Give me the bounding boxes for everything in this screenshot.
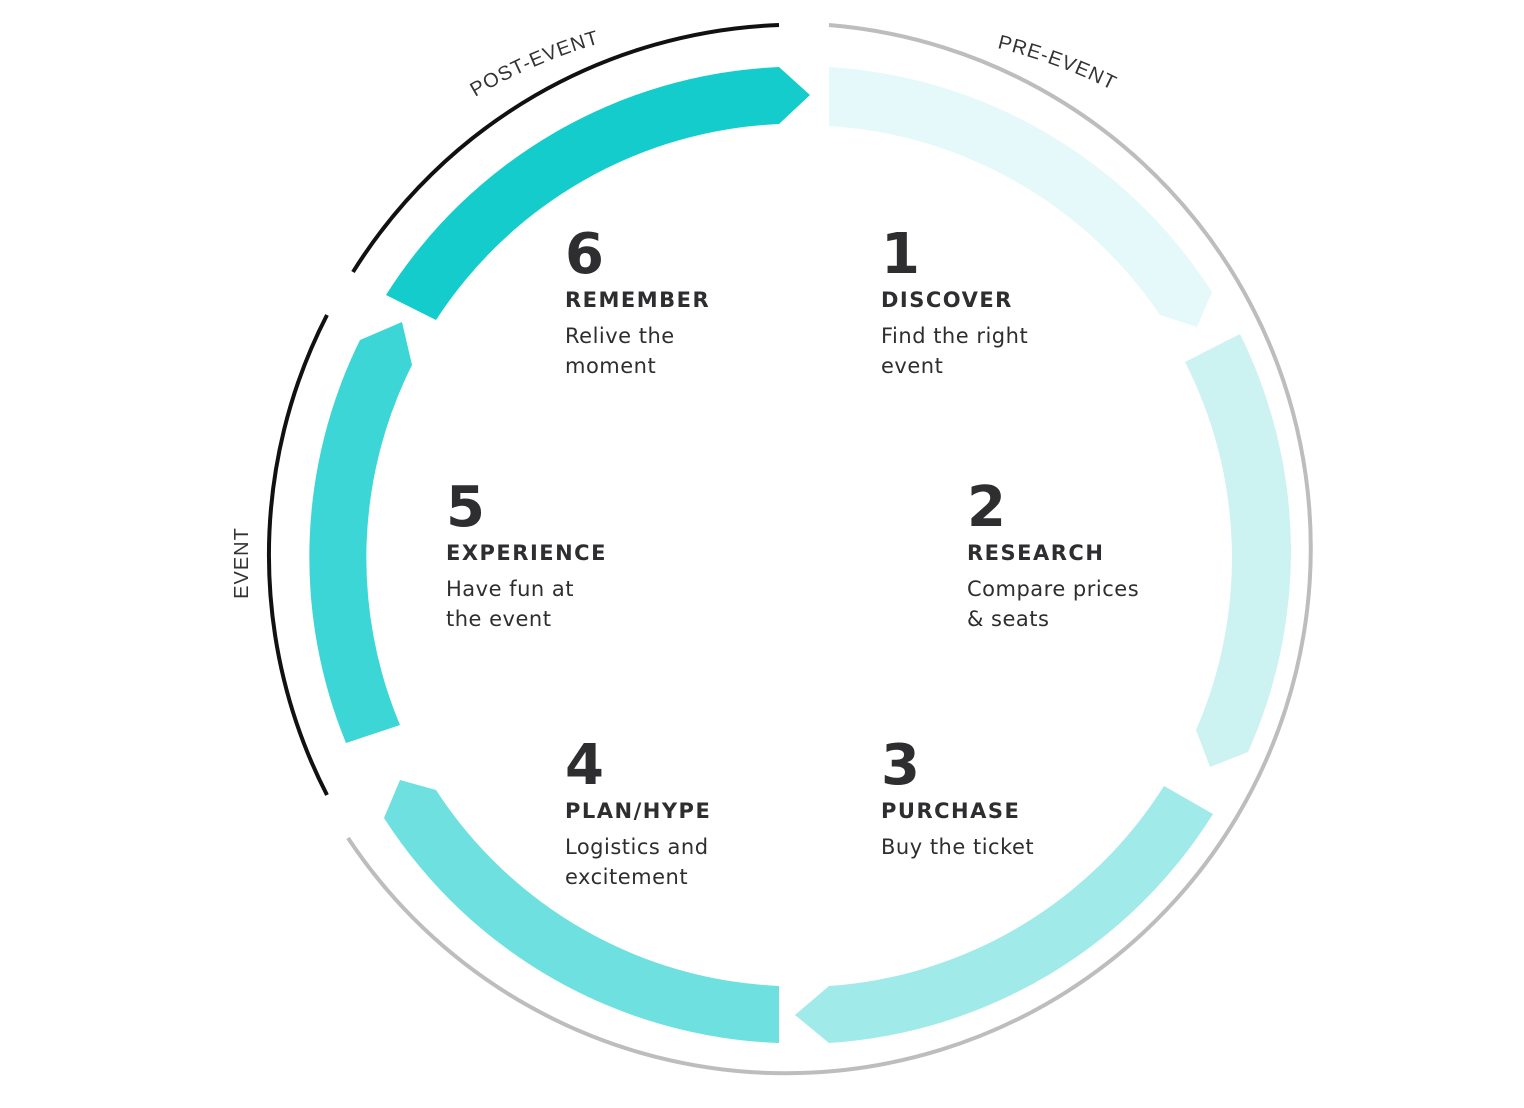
phase-label-post-event: POST-EVENT	[467, 27, 602, 101]
step-2-arrow	[1185, 334, 1291, 767]
step-3-title: PURCHASE	[881, 799, 1020, 823]
phase-ring-post-event	[351, 23, 780, 274]
step-1-title: DISCOVER	[881, 288, 1013, 312]
step-3: 3 PURCHASE Buy the ticket	[881, 733, 1034, 859]
step-5-desc-line-2: the event	[446, 607, 551, 631]
step-2-desc-line-1: Compare prices	[967, 577, 1139, 601]
step-6-desc-line-2: moment	[565, 354, 656, 378]
step-5-desc-line-1: Have fun at	[446, 577, 574, 601]
step-5: 5 EXPERIENCE Have fun at the event	[446, 475, 607, 631]
step-5-number: 5	[446, 475, 485, 540]
phase-label-event: EVENT	[231, 527, 253, 599]
phase-label-pre-event: PRE-EVENT	[996, 31, 1120, 94]
step-5-title: EXPERIENCE	[446, 541, 607, 565]
step-4-number: 4	[565, 733, 604, 798]
phase-ring-event	[267, 314, 329, 796]
step-6-title: REMEMBER	[565, 288, 710, 312]
step-5-arrow	[309, 322, 412, 743]
step-4-title: PLAN/HYPE	[565, 799, 711, 823]
step-1: 1 DISCOVER Find the right event	[881, 222, 1028, 378]
phase-ring-pre-event	[346, 23, 1313, 1076]
step-2-title: RESEARCH	[967, 541, 1104, 565]
step-2-desc-line-2: & seats	[967, 607, 1049, 631]
step-6-number: 6	[565, 222, 604, 287]
step-6-desc-line-1: Relive the	[565, 324, 675, 348]
step-4-arrow	[384, 780, 779, 1043]
step-3-arrow	[795, 786, 1213, 1043]
step-1-desc-line-2: event	[881, 354, 943, 378]
step-4: 4 PLAN/HYPE Logistics and excitement	[565, 733, 711, 889]
step-3-number: 3	[881, 733, 920, 798]
step-6: 6 REMEMBER Relive the moment	[565, 222, 710, 378]
step-2: 2 RESEARCH Compare prices & seats	[967, 475, 1139, 631]
step-4-desc-line-2: excitement	[565, 865, 688, 889]
step-2-number: 2	[967, 475, 1006, 540]
step-1-number: 1	[881, 222, 920, 287]
step-4-desc-line-1: Logistics and	[565, 835, 709, 859]
step-1-arrow	[829, 67, 1212, 327]
step-1-desc-line-1: Find the right	[881, 324, 1028, 348]
step-6-arrow	[386, 67, 810, 320]
step-3-desc-line-1: Buy the ticket	[881, 835, 1034, 859]
